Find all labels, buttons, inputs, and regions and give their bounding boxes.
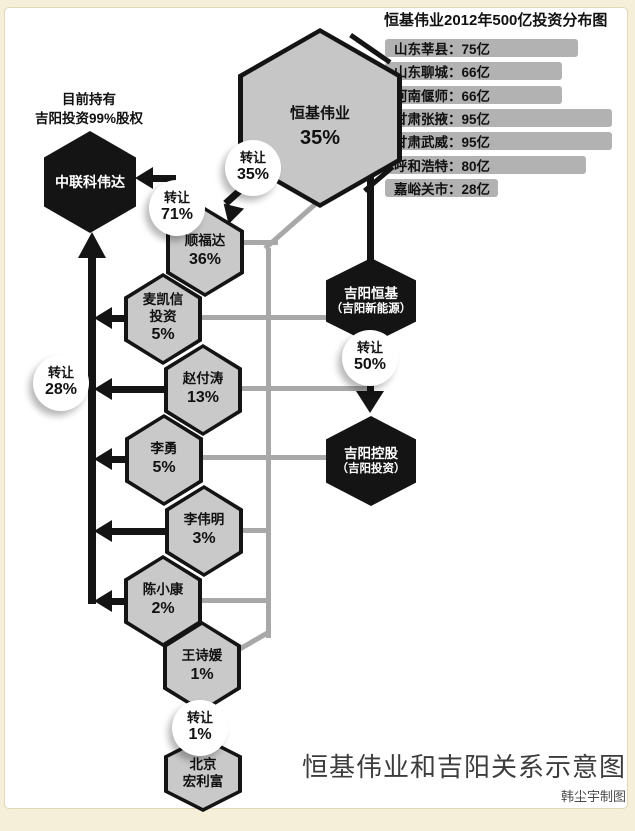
ownership-note: 目前持有 吉阳投资99%股权 [10,91,168,129]
shaft-shunfuda-to-zhonglian [148,175,176,182]
node-label: 麦凯信 [142,291,184,307]
arrow-down-icon [356,391,384,413]
node-pct: 5% [151,326,175,344]
shaft-zhaofutao [108,386,170,393]
transfer-pct: 35% [236,166,270,184]
transfer-circle-1: 转让 1% [172,700,228,756]
chart-bar-label: 河南偃师：66亿 [394,89,491,104]
chart-bar: 甘肃武威：95亿 [385,132,612,150]
arrow-left-icon [135,167,153,189]
shaft-liyong [108,456,132,463]
node-pct: 1% [190,666,214,684]
transfer-action: 转让 [356,340,383,356]
arrow-left-icon [94,307,112,329]
shaft-maikaixin [108,315,132,322]
transfer-action: 转让 [163,190,190,206]
chart-bar-label: 甘肃武威：95亿 [394,135,491,150]
node-jiyanghengji-line1: 吉阳恒基 [344,285,398,301]
node-jiyanghengji-line2: （吉阳新能源） [330,303,412,316]
node-jiyangkonggu-line1: 吉阳控股 [344,445,398,461]
chart-bar: 山东莘县：75亿 [385,39,578,57]
node-jiyangkonggu-line2: （吉阳投资） [336,463,406,476]
node-zhongliankeweida-label: 中联科伟达 [55,173,125,190]
transfer-action: 转让 [47,365,74,381]
transfer-pct: 50% [353,356,387,374]
gray-branch-liyong-to-jiyang [199,455,329,460]
arrow-left-icon [94,520,112,542]
chart-bar: 山东聊城：66亿 [385,62,562,80]
node-pct: 36% [188,251,222,269]
line-jiyanghengji-to-konggu [367,378,374,396]
chart-bar: 甘肃张掖：95亿 [385,109,612,127]
node-label: 陈小康 [142,582,184,598]
gray-branch-maikaixin [198,315,330,320]
node-label2: 宏利富 [182,774,224,789]
gray-branch-zhaofutao [238,386,370,391]
arrow-left-icon [94,590,112,612]
arrow-left-icon [94,448,112,470]
transfer-circle-28: 转让 28% [33,355,89,411]
shaft-liweiming [108,528,171,535]
line-hengji-to-jiyanghengji [367,150,374,262]
node-pct: 2% [151,600,175,618]
transfer-circle-35: 转让 35% [225,140,281,196]
transfer-action: 转让 [239,150,266,166]
node-pct: 5% [152,459,176,477]
chart-title: 恒基伟业2012年500亿投资分布图 [384,12,608,29]
chart-bar-label: 山东聊城：66亿 [394,65,491,80]
node-pct: 3% [192,530,216,548]
diagram-title: 恒基伟业和吉阳关系示意图 [301,753,626,782]
node-label: 北京 [189,757,217,773]
arrow-left-icon [94,378,112,400]
node-label: 李勇 [150,441,178,457]
gray-branch-chenxiaokang [198,598,271,603]
ownership-note-line1: 目前持有 [62,92,116,107]
node-label: 顺福达 [184,233,226,249]
chart-bar-label: 呼和浩特：80亿 [394,159,491,174]
shaft-chenxiaokang [108,598,132,605]
node-label2: 投资 [149,308,177,324]
chart-bar: 嘉峪关市：28亿 [385,179,498,197]
diagram-credit: 韩尘宇制图 [560,789,626,804]
gray-branch-shunfuda [242,240,278,245]
node-label: 赵付涛 [182,371,224,387]
node-pct: 13% [186,389,220,407]
ownership-note-line2: 吉阳投资99%股权 [34,110,144,126]
node-hengjiweiye-pct: 35% [299,127,341,150]
node-label: 李伟明 [183,512,225,528]
transfer-circle-50: 转让 50% [342,330,398,386]
transfer-circle-71: 转让 71% [149,180,205,236]
chart-bar: 呼和浩特：80亿 [385,156,586,174]
chart-bar: 河南偃师：66亿 [385,86,562,104]
node-hengjiweiye-label: 恒基伟业 [289,104,350,122]
transfer-pct: 28% [44,381,78,399]
transfer-action: 转让 [186,710,213,726]
transfer-pct: 71% [160,206,194,224]
chart-bar-label: 山东莘县：75亿 [394,42,491,57]
chart-bar-label: 嘉峪关市：28亿 [394,182,491,197]
gray-trunk-vertical [266,248,271,638]
black-trunk-vertical [88,252,96,604]
node-label: 王诗媛 [181,648,223,664]
arrow-up-icon [78,232,106,258]
gray-branch-liweiming [239,528,271,533]
transfer-pct: 1% [188,726,212,744]
chart-bar-label: 甘肃张掖：95亿 [394,112,491,127]
